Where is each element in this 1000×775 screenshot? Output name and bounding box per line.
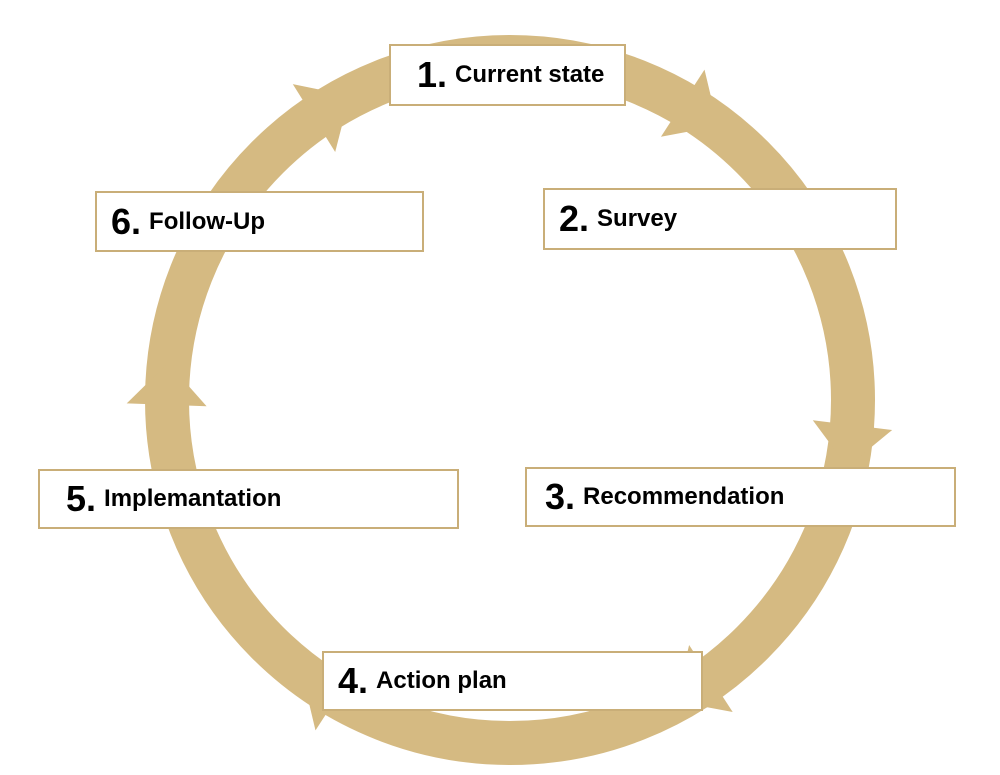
step-label: Current state (455, 61, 605, 88)
step-2-survey: 2. Survey (543, 188, 897, 250)
step-label: Recommendation (583, 483, 785, 510)
step-number: 5. (66, 478, 97, 519)
step-label: Implemantation (104, 485, 282, 512)
cycle-arrowhead-1 (660, 69, 718, 137)
step-number: 4. (338, 660, 369, 701)
step-number: 6. (111, 200, 142, 242)
step-label: Action plan (376, 667, 507, 694)
step-3-recommendation: 3. Recommendation (525, 467, 956, 527)
cycle-arrowhead-6 (292, 84, 350, 152)
step-number: 1. (417, 54, 448, 95)
cycle-ring (145, 35, 875, 765)
cycle-arrowhead-5 (126, 362, 207, 407)
step-number: 2. (559, 198, 590, 239)
step-label: Follow-Up (149, 207, 265, 235)
step-number: 3. (545, 476, 576, 517)
step-5-implementation: 5. Implemantation (38, 469, 459, 529)
step-6-follow-up: 6. Follow-Up (95, 191, 424, 252)
step-label: Survey (597, 205, 678, 232)
step-4-action-plan: 4. Action plan (322, 651, 703, 711)
step-1-current-state: 1. Current state (389, 44, 626, 106)
cycle-arrowhead-2 (812, 420, 893, 467)
